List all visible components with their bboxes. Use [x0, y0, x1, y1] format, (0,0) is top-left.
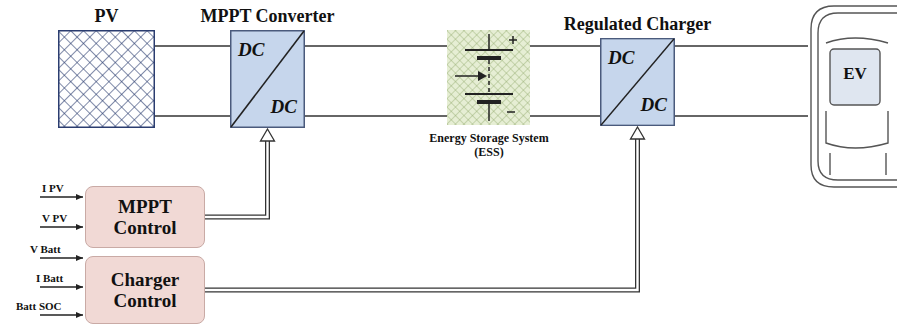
- node-text: DC: [608, 48, 634, 67]
- signal-arrow: [40, 197, 83, 315]
- node-text: DC: [271, 97, 297, 116]
- node-text: MPPT Converter: [200, 7, 334, 27]
- pv-panel: [58, 30, 155, 128]
- connector: [530, 46, 600, 116]
- connector: [205, 129, 275, 217]
- node-text: DC: [238, 40, 264, 59]
- connector: [205, 127, 645, 290]
- ev-car: EV: [808, 3, 897, 190]
- storage-box: Energy Storage System (ESS): [447, 30, 530, 125]
- node-text: Charger Control: [92, 269, 198, 312]
- connector: [155, 46, 230, 116]
- signal-name: Batt SOC: [16, 301, 62, 312]
- connector: [675, 46, 808, 116]
- car-outline: [808, 3, 897, 190]
- node-text: Energy Storage System (ESS): [423, 131, 555, 160]
- node-text: EV: [830, 65, 880, 82]
- battery-symbol: [447, 30, 530, 125]
- connector: [305, 46, 447, 116]
- charger-box: Regulated ChargerDCDC: [600, 38, 675, 126]
- node-text: DC: [641, 95, 667, 114]
- signal-name: V PV: [42, 213, 67, 224]
- node-text: MPPT Control: [92, 196, 198, 239]
- signal-name: I PV: [42, 183, 64, 194]
- converter-box: MPPT ConverterDCDC: [230, 30, 305, 128]
- pv-panel: PV: [58, 30, 155, 128]
- node-text: PV: [95, 7, 119, 27]
- signal-name: V Batt: [30, 244, 61, 255]
- node-text: Regulated Charger: [564, 15, 711, 35]
- control-box: Charger Control: [85, 256, 205, 324]
- signal-name: I Batt: [36, 273, 63, 284]
- control-box: MPPT Control: [85, 186, 205, 248]
